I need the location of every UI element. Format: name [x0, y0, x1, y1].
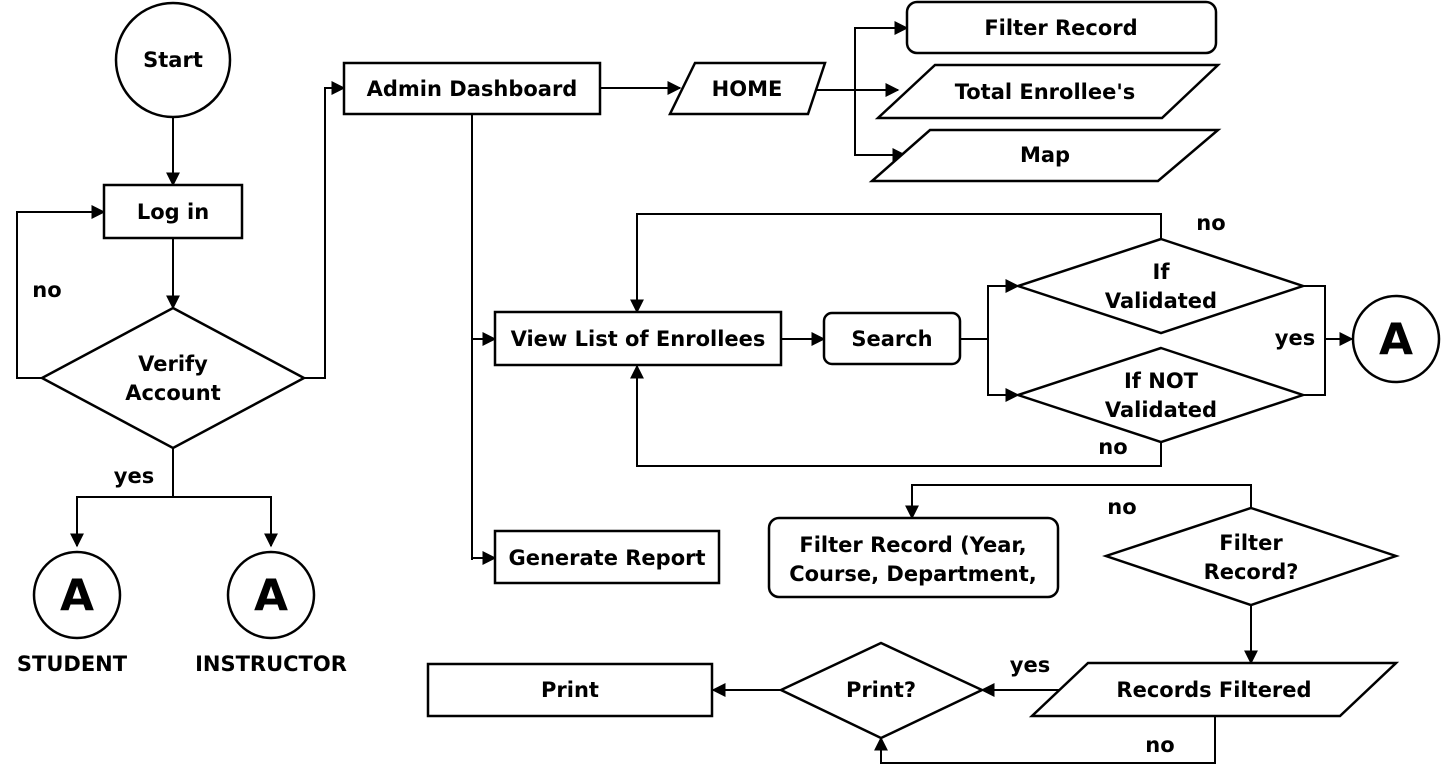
start-node: Start: [114, 1, 232, 119]
records-filtered-node: Records Filtered: [1028, 661, 1400, 718]
edge-label-login-no: no: [32, 278, 61, 302]
edge-label-not-validated-no: no: [1098, 435, 1127, 459]
print-decision: Print?: [778, 641, 985, 740]
edge-label-validated-yes: yes: [1275, 326, 1315, 350]
filter-record-detail-line2: Course, Department,: [789, 562, 1037, 586]
filter-q-line2: Record?: [1204, 560, 1299, 584]
connector-instructor-label: A: [254, 571, 288, 622]
view-list-label: View List of Enrollees: [511, 327, 766, 351]
filter-record-decision: Filter Record?: [1102, 506, 1400, 607]
search-node: Search: [822, 311, 962, 366]
student-label: STUDENT: [17, 652, 128, 676]
map-label: Map: [1020, 143, 1070, 167]
verify-account-decision: Verify Account: [39, 306, 307, 450]
generate-report-node: Generate Report: [493, 529, 721, 585]
connector-student: A: [32, 550, 122, 640]
verify-label-line2: Account: [125, 381, 221, 405]
home-node: HOME: [667, 61, 827, 116]
instructor-label: INSTRUCTOR: [195, 652, 347, 676]
filter-record-detail-node: Filter Record (Year, Course, Department,: [767, 516, 1060, 599]
total-enrollees-label: Total Enrollee's: [955, 80, 1136, 104]
generate-report-label: Generate Report: [508, 546, 705, 570]
connector-student-label: A: [60, 571, 94, 622]
admin-dashboard-node: Admin Dashboard: [342, 61, 602, 116]
admin-dashboard-label: Admin Dashboard: [367, 77, 578, 101]
filter-record-label: Filter Record: [984, 16, 1137, 40]
if-validated-line2: Validated: [1105, 289, 1217, 313]
start-label: Start: [143, 48, 203, 72]
if-validated-decision: If Validated: [1013, 237, 1307, 335]
filter-record-node: Filter Record: [905, 0, 1218, 55]
print-label: Print: [541, 678, 599, 702]
print-node: Print: [426, 662, 714, 718]
records-filtered-label: Records Filtered: [1116, 678, 1311, 702]
filter-q-line1: Filter: [1219, 531, 1283, 555]
connector-lines: [16, 21, 1354, 764]
search-label: Search: [851, 327, 932, 351]
view-list-node: View List of Enrollees: [493, 310, 783, 367]
map-node: Map: [868, 128, 1222, 183]
connector-validated: A: [1351, 294, 1441, 384]
if-not-validated-decision: If NOT Validated: [1013, 346, 1307, 444]
edge-label-validated-no: no: [1196, 211, 1225, 235]
total-enrollees-node: Total Enrollee's: [874, 63, 1222, 120]
edge-label-verify-yes: yes: [114, 464, 154, 488]
connector-validated-label: A: [1379, 315, 1413, 366]
print-q-label: Print?: [846, 678, 916, 702]
edge-label-print-yes: yes: [1010, 653, 1050, 677]
edge-label-filter-no: no: [1107, 495, 1136, 519]
verify-label-line1: Verify: [138, 352, 208, 376]
if-not-validated-line2: Validated: [1105, 398, 1217, 422]
if-validated-line1: If: [1153, 260, 1171, 284]
filter-record-detail-line1: Filter Record (Year,: [799, 533, 1026, 557]
if-not-validated-line1: If NOT: [1124, 369, 1199, 393]
edge-label-records-no: no: [1145, 733, 1174, 757]
login-node: Log in: [102, 183, 244, 240]
home-label: HOME: [712, 77, 783, 101]
connector-instructor: A: [226, 550, 316, 640]
login-label: Log in: [137, 200, 209, 224]
